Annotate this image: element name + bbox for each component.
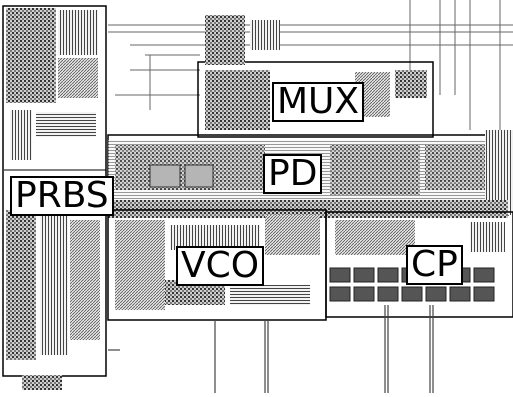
pd-label: PD: [263, 154, 323, 194]
top-wiring: [108, 0, 513, 130]
mux-block-outline: [197, 61, 434, 138]
vco-label: VCO: [176, 246, 265, 286]
bottom-wiring: [108, 305, 434, 393]
cp-capacitor-array: [329, 267, 495, 302]
prbs-label: PRBS: [10, 176, 114, 216]
cp-block-outline: [325, 211, 513, 318]
mux-label: MUX: [272, 82, 365, 122]
prbs-top-cells: [6, 8, 56, 103]
cp-label: CP: [406, 245, 463, 285]
